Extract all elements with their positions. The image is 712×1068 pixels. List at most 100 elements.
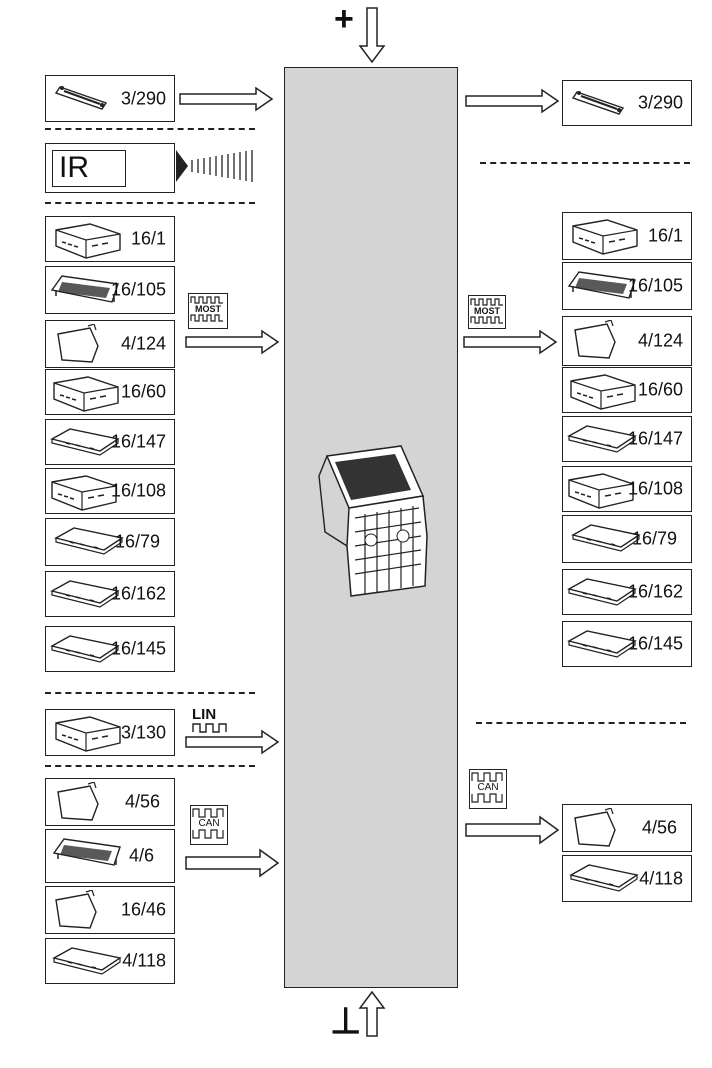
device-label: 16/145 [627,633,683,654]
device-label: 4/118 [122,950,166,971]
left-device-4-124: 4/124 [45,320,175,368]
left-can-arrow-icon [185,848,280,878]
right-can-symbol: CAN [469,769,507,809]
device-label: 16/105 [110,279,166,300]
square-wave-icon [470,298,503,306]
left-device-16-162: 16/162 [45,571,175,617]
ir-signal-icon [176,150,253,182]
most-label: MOST [474,306,500,316]
lin-label: LIN [192,706,217,723]
left-device-4-118: 4/118 [45,938,175,984]
divider-dash [45,765,255,767]
display-panel-icon [574,320,616,359]
left-device-16-147: 16/147 [45,419,175,465]
module-icon [572,219,638,255]
can-label: CAN [477,782,499,793]
wiper-stick-icon [55,85,107,110]
device-label: 3/290 [120,88,166,108]
ground-symbol: ⊥ [330,1000,362,1041]
square-wave-icon [192,829,224,839]
left-device-16-60: 16/60 [45,369,175,415]
left-device-16-105: 16/105 [45,266,175,314]
module-icon [570,374,636,410]
device-label: 16/60 [637,379,683,400]
divider-dash [45,692,255,694]
connector-module-icon [53,947,121,975]
left-device-16-46: 16/46 [45,886,175,934]
device-label: 4/124 [637,330,683,351]
climate-panel-icon [53,838,121,866]
wiper-stick-icon [572,90,624,115]
square-wave-icon [471,772,503,782]
device-label: 16/162 [110,583,166,604]
connector-module-icon [570,864,638,892]
left-can-symbol: CAN [190,805,228,845]
right-device-4-118: 4/118 [562,855,692,902]
device-label: 16/108 [627,478,683,499]
icm-module: ICM [284,67,458,988]
right-most-arrow-icon [463,329,558,355]
device-label: 16/147 [627,428,683,449]
left-device-4-6: 4/6 [45,829,175,883]
device-label: 4/56 [124,791,160,812]
device-label: 16/1 [647,225,683,246]
device-label: 16/145 [110,638,166,659]
right-device-16-105: 16/105 [562,262,692,310]
left-device-4-56: 4/56 [45,778,175,826]
square-wave-icon [192,723,227,733]
square-wave-icon [470,316,503,324]
right-device-16-1: 16/1 [562,212,692,260]
device-label: 4/124 [120,333,166,354]
divider-dash [45,128,255,130]
left-device-16-1: 16/1 [45,216,175,262]
right-device-16-60: 16/60 [562,367,692,413]
ground-arrow-icon [358,990,386,1037]
device-label: 4/118 [639,868,683,888]
right-can-arrow-icon [465,815,560,845]
divider-dash [480,162,690,164]
divider-dash [476,722,686,724]
right-device-16-79: 16/79 [562,515,692,563]
square-wave-icon [190,314,223,322]
left-top-arrow-icon [179,86,274,112]
display-panel-icon [57,324,99,363]
power-plus-symbol: + [334,0,354,38]
ir-device [45,143,175,193]
icm-unit-icon [318,445,428,597]
left-device-3-130: 3/130 [45,709,175,756]
switch-panel-icon [574,808,616,847]
device-label: 16/1 [130,228,166,249]
square-wave-icon [190,296,223,304]
device-label: 16/60 [120,381,166,402]
square-wave-icon [471,793,503,803]
left-device-16-145: 16/145 [45,626,175,672]
left-device-16-79: 16/79 [45,518,175,566]
most-label: MOST [195,304,221,314]
can-label: CAN [198,818,220,829]
power-arrow-icon [358,7,386,64]
right-device-4-124: 4/124 [562,316,692,366]
right-device-16-108: 16/108 [562,466,692,512]
device-label: 16/46 [120,899,166,920]
device-label: 4/6 [128,845,154,866]
ir-label: IR [52,150,126,187]
right-device-16-147: 16/147 [562,416,692,462]
steering-switch-icon [55,716,121,752]
right-device-4-56: 4/56 [562,804,692,852]
device-label: 16/105 [627,275,683,296]
device-label: 16/162 [627,581,683,602]
display-screen-icon [55,890,97,929]
right-top-arrow-icon [465,88,560,114]
right-device-16-162: 16/162 [562,569,692,615]
divider-dash [45,202,255,204]
lin-symbol: LIN [192,706,230,733]
right-device-16-145: 16/145 [562,621,692,667]
module-icon [53,376,119,412]
left-most-arrow-icon [185,329,280,355]
device-label: 4/56 [641,817,677,838]
right-device-3-290: 3/290 [562,80,692,126]
left-lin-arrow-icon [185,729,280,755]
module-icon [55,223,121,259]
device-label: 16/79 [631,528,677,549]
device-label: 3/290 [637,92,683,113]
